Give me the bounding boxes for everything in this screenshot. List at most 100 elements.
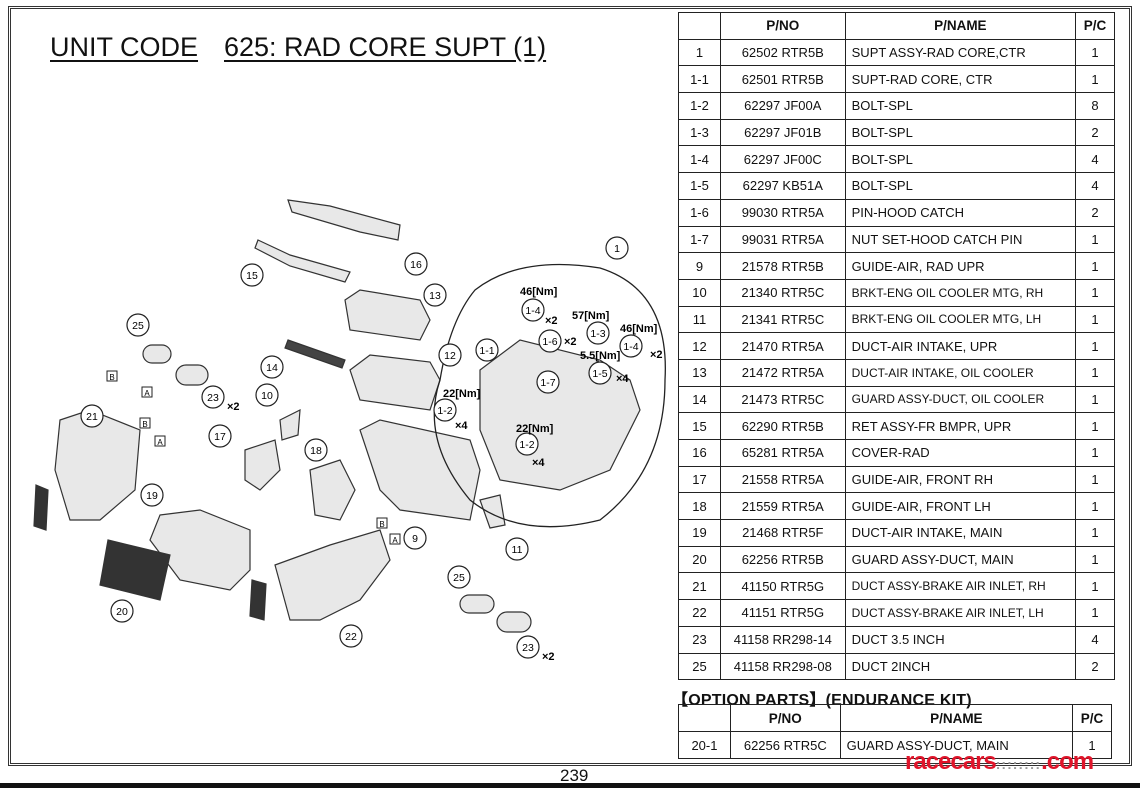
callout-22: 22 xyxy=(339,624,363,648)
cell-ref: 1-5 xyxy=(678,172,721,200)
cell-pc: 2 xyxy=(1075,198,1115,227)
callout-number: 1-1 xyxy=(479,345,494,357)
cell-ref: 1 xyxy=(678,38,721,67)
callout-circle xyxy=(588,361,612,385)
ref-box xyxy=(106,370,118,382)
cell-pname: GUARD ASSY-DUCT, MAIN xyxy=(844,545,1077,574)
callout-1-2: 1-2 xyxy=(515,432,539,456)
part-grille-right xyxy=(249,579,267,621)
callout-17: 17 xyxy=(208,424,232,448)
page-frame xyxy=(8,6,1132,766)
table-header-row: P/NO P/NAME P/C xyxy=(678,12,1115,40)
callout-20: 20 xyxy=(110,599,134,623)
cell-pname: DUCT 2INCH xyxy=(844,652,1077,681)
cell-ref: 15 xyxy=(678,412,721,440)
torque-label: 46[Nm] xyxy=(620,323,658,335)
cell-pc: 1 xyxy=(1075,332,1115,360)
cell-ref: 13 xyxy=(678,358,721,387)
callout-circle xyxy=(438,343,462,367)
watermark-suffix: .com xyxy=(1041,748,1094,775)
quantity-multiplier: ×4 xyxy=(532,457,545,469)
callout-number: 1-6 xyxy=(542,336,557,348)
torque-label: 46[Nm] xyxy=(520,286,558,298)
cell-pc: 1 xyxy=(1071,731,1113,759)
callout-circle xyxy=(304,438,328,462)
cell-ref: 18 xyxy=(678,492,721,521)
quantity-multiplier: ×2 xyxy=(542,651,555,663)
callout-circle xyxy=(260,355,284,379)
callout-number: 10 xyxy=(261,390,273,402)
cell-pno: 21473 RTR5C xyxy=(719,385,846,414)
cell-ref: 9 xyxy=(678,252,721,280)
cell-pno: 21340 RTR5C xyxy=(719,278,846,307)
cell-pc: 4 xyxy=(1075,625,1115,654)
cell-pno: 62501 RTR5B xyxy=(719,65,846,94)
col-header-pc: P/C xyxy=(1071,704,1113,732)
cell-pc: 2 xyxy=(1075,118,1115,147)
callout-1-4: 1-4 xyxy=(619,334,643,358)
cell-pc: 1 xyxy=(1075,278,1115,307)
callout-1-7: 1-7 xyxy=(536,370,560,394)
cell-pc: 1 xyxy=(1075,65,1115,94)
part-bracket-10 xyxy=(279,408,301,441)
callout-circle xyxy=(536,370,560,394)
part-duct-35in-b xyxy=(496,611,532,633)
cell-pname: DUCT-AIR INTAKE, MAIN xyxy=(844,519,1077,547)
callout-circle xyxy=(605,236,629,260)
watermark-brand: racecars xyxy=(905,748,997,775)
callout-circle xyxy=(619,334,643,358)
cell-pname: GUARD ASSY-DUCT, OIL COOLER xyxy=(844,385,1077,414)
cell-pno: 21468 RTR5F xyxy=(719,519,846,547)
cell-ref: 23 xyxy=(678,625,721,654)
cell-ref: 14 xyxy=(678,385,721,414)
cell-pno: 21470 RTR5A xyxy=(719,332,846,360)
cell-pname: GUIDE-AIR, FRONT RH xyxy=(844,465,1077,494)
callout-number: 1-3 xyxy=(590,328,605,340)
cell-pname: NUT SET-HOOD CATCH PIN xyxy=(844,225,1077,254)
callout-circle xyxy=(586,321,610,345)
cell-ref: 1-4 xyxy=(678,145,721,174)
callout-number: 11 xyxy=(512,544,523,556)
cell-pc: 4 xyxy=(1075,145,1115,174)
cell-pname: BOLT-SPL xyxy=(844,92,1077,120)
cell-ref: 1-7 xyxy=(678,225,721,254)
callout-23: 23 xyxy=(516,635,540,659)
cell-ref: 20 xyxy=(678,545,721,574)
quantity-multiplier: ×2 xyxy=(650,349,663,361)
unit-title: 625: RAD CORE SUPT (1) xyxy=(224,32,547,62)
callout-number: 21 xyxy=(86,411,98,423)
callout-number: 15 xyxy=(246,270,258,282)
callout-25: 25 xyxy=(126,313,150,337)
callout-1-6: 1-6 xyxy=(538,329,562,353)
cell-ref: 22 xyxy=(678,599,721,627)
cell-ref: 17 xyxy=(678,465,721,494)
ref-letter: B xyxy=(109,373,114,382)
callout-number: 1 xyxy=(614,243,620,255)
ref-letter: A xyxy=(157,438,163,447)
col-header-pname: P/NAME xyxy=(839,704,1073,732)
cell-pc: 2 xyxy=(1075,652,1115,681)
callout-circle xyxy=(403,526,427,550)
cell-pno: 21559 RTR5A xyxy=(719,492,846,521)
col-header-ref xyxy=(678,704,731,732)
cell-pname: BRKT-ENG OIL COOLER MTG, LH xyxy=(844,305,1077,334)
part-grille-left xyxy=(33,484,49,531)
cell-pno: 21578 RTR5B xyxy=(719,252,846,280)
ref-box xyxy=(141,386,153,398)
part-guide-air-rad xyxy=(359,419,481,521)
ref-box xyxy=(139,417,151,429)
cell-pname: BOLT-SPL xyxy=(844,145,1077,174)
callout-18: 18 xyxy=(304,438,328,462)
callout-number: 1-4 xyxy=(623,341,638,353)
callout-number: 1-4 xyxy=(525,305,540,317)
part-duct-main xyxy=(149,509,251,591)
